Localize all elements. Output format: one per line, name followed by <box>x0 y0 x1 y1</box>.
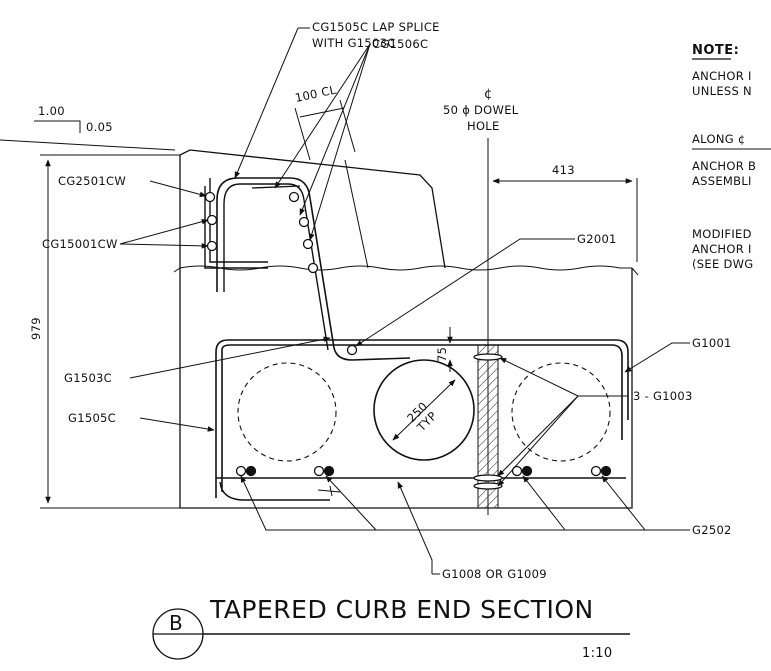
note3-line1: MODIFIED <box>692 227 752 241</box>
slab-left-chamfer <box>173 267 181 273</box>
void-left <box>237 362 337 462</box>
tick-mark <box>317 485 341 497</box>
curb-bar-dot-1 <box>204 191 216 203</box>
label-lap-2: WITH G1503C <box>312 36 396 50</box>
bottom-dot-4 <box>323 465 335 477</box>
note3-line2: ANCHOR I <box>692 242 752 256</box>
leader-g1003-3 <box>497 395 579 487</box>
bottom-dot-7 <box>590 465 602 477</box>
label-cg1506c: CG1506C <box>372 37 428 51</box>
curb-bar-dot-4 <box>288 191 300 203</box>
curb-bar-dot-5 <box>298 216 310 228</box>
note2-line1: ANCHOR B <box>692 159 756 173</box>
dowel-clip-top <box>473 353 503 361</box>
curb-outline <box>179 149 446 269</box>
label-g1503c: G1503C <box>64 371 112 385</box>
leader-cg2501cw <box>149 180 207 198</box>
dim-100-line <box>299 107 345 118</box>
leader-g2502-4 <box>601 475 646 531</box>
g1008-bottom-bar-2 <box>219 481 330 501</box>
label-g1003: 3 - G1003 <box>633 389 693 403</box>
label-g1505c: G1505C <box>68 411 116 425</box>
leader-g2502 <box>240 475 690 531</box>
section-scale: 1:10 <box>582 646 612 661</box>
g1001-bar-outer <box>215 339 629 498</box>
slope-triangle <box>34 120 81 133</box>
cg15001cw-bar <box>209 178 268 263</box>
label-dowel-2: HOLE <box>467 119 500 133</box>
label-dowel-1: 50 ϕ DOWEL <box>443 103 519 117</box>
dim-100-ext-1 <box>294 107 311 161</box>
label-g1008: G1008 OR G1009 <box>442 567 547 581</box>
leader-g1008 <box>397 481 433 574</box>
note3-line3: (SEE DWG <box>692 257 754 271</box>
leader-g1001 <box>624 342 690 373</box>
label-979: 979 <box>29 317 43 340</box>
label-g2001: G2001 <box>577 232 617 246</box>
dim-250-line <box>392 379 456 441</box>
note2-line2: ASSEMBLI <box>692 174 752 188</box>
leader-cg1506c-3 <box>309 43 371 241</box>
bottom-dot-1 <box>235 465 247 477</box>
label-lap-1: CG1505C LAP SPLICE <box>312 20 440 34</box>
leader-g2502-2 <box>325 475 377 531</box>
label-100cl: 100 CL <box>294 82 338 104</box>
dowel-rod <box>477 344 499 509</box>
note1-line2: UNLESS N <box>692 84 752 98</box>
g2001-dot <box>346 344 358 356</box>
note-along: ALONG ¢ <box>692 132 746 146</box>
cg15001cw-bar-outer <box>204 186 268 269</box>
label-slope-run: 1.00 <box>38 104 65 118</box>
curb-bar-dot-2 <box>206 214 218 226</box>
g1001-bar <box>221 344 623 492</box>
curb-bar-dot-3 <box>206 240 218 252</box>
bottom-dot-6 <box>521 465 533 477</box>
bottom-dot-2 <box>245 465 257 477</box>
label-75: 75 <box>435 347 449 362</box>
dowel-hole-circle <box>373 359 475 461</box>
section-marker-letter: B <box>169 611 183 635</box>
bottom-dot-8 <box>600 465 612 477</box>
leader-cg1506c-1 <box>274 43 371 189</box>
rebar-dots <box>204 191 612 490</box>
slab-right-chamfer <box>631 267 639 276</box>
cg1505c-bar <box>216 177 411 361</box>
curb-bar-dot-6 <box>302 238 314 250</box>
dowel-clip-bottom-1 <box>473 474 503 482</box>
void-right <box>511 362 611 462</box>
leader-g2502-3 <box>522 475 566 531</box>
label-g1001: G1001 <box>692 336 732 350</box>
slope-ref-line <box>0 139 176 151</box>
label-slope-rise: 0.05 <box>86 120 113 134</box>
leader-g1003-1 <box>499 357 579 397</box>
dowel-clip-bottom-2 <box>473 482 503 490</box>
dim-100-ext-2 <box>339 99 356 153</box>
leader-lap <box>234 27 299 179</box>
curb-bar-dot-7 <box>307 262 319 274</box>
label-g2502: G2502 <box>692 523 732 537</box>
leader-g1503c <box>129 336 331 379</box>
cg1505c-bar-inner <box>223 183 329 351</box>
curb-inner-line <box>344 159 369 269</box>
leader-cg15001cw-1 <box>119 218 209 245</box>
leader-g1003-2 <box>497 395 579 477</box>
label-413: 413 <box>552 163 575 177</box>
label-cg15001cw: CG15001CW <box>42 237 118 251</box>
notes-heading: NOTE: <box>692 43 739 58</box>
note1-line1: ANCHOR I <box>692 69 752 83</box>
bottom-dot-5 <box>511 465 523 477</box>
label-cg2501cw: CG2501CW <box>58 174 126 188</box>
section-title: TAPERED CURB END SECTION <box>209 595 594 624</box>
leader-cg15001cw-2 <box>119 243 209 249</box>
slab-outline <box>179 268 633 509</box>
leader-g2001 <box>355 238 575 347</box>
leader-g1505c <box>139 417 215 432</box>
label-centerline-symbol: ¢ <box>484 87 493 102</box>
bottom-dot-3 <box>313 465 325 477</box>
leader-cg1506c-2 <box>299 43 371 216</box>
